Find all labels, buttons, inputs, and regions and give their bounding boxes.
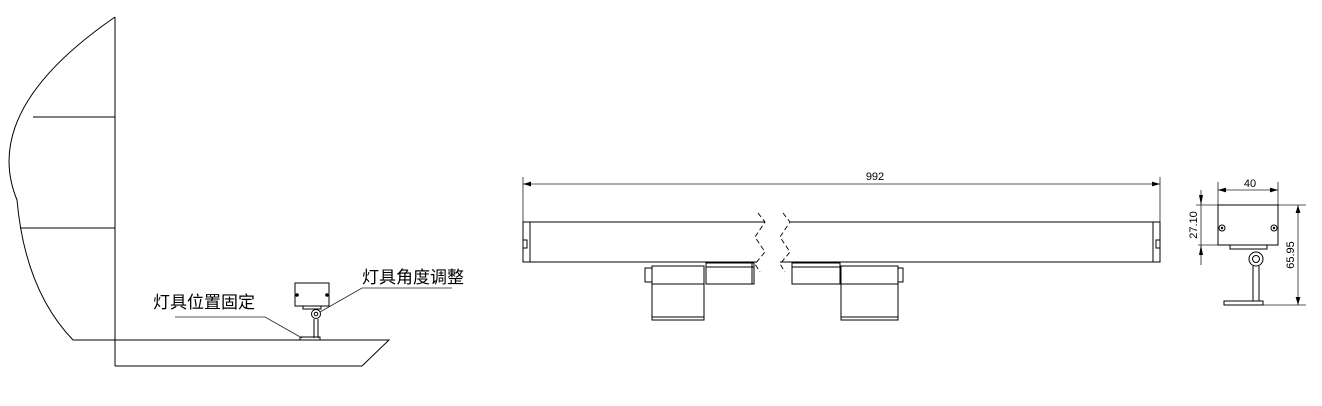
front-view: 992 [522, 171, 1161, 321]
bar-body [522, 221, 765, 263]
bar-body [780, 221, 1161, 263]
break-line [779, 212, 791, 273]
length-dimension: 992 [866, 171, 884, 183]
width-dimension: 40 [1244, 178, 1256, 190]
label-position-fixed: 灯具位置固定 [153, 293, 255, 313]
total-height-dimension: 65.95 [1285, 241, 1297, 269]
housing [1217, 204, 1279, 246]
leader-line [175, 316, 303, 339]
label-angle-adjust: 灯具角度调整 [362, 268, 464, 288]
mounting-bracket [791, 262, 904, 321]
leader-line [319, 287, 452, 313]
luminaire-icon [294, 282, 330, 341]
body-height-dimension: 27.10 [1188, 211, 1200, 239]
side-view: 40 27.10 65.95 [1188, 178, 1306, 306]
mounting-bracket [644, 262, 755, 321]
arc-surface [8, 16, 116, 341]
installation-view: 灯具位置固定 灯具角度调整 [8, 16, 464, 367]
break-line [754, 212, 766, 273]
ground-base [73, 339, 391, 367]
